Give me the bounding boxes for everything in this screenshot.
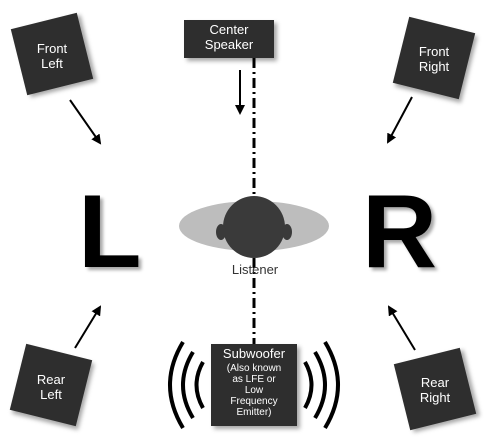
subwoofer-speaker — [211, 344, 297, 426]
subwoofer-title: Subwoofer — [222, 346, 286, 361]
rear-left-speaker — [9, 343, 93, 427]
front-right-arrow — [387, 96, 413, 144]
listener-label: Listener — [231, 262, 279, 277]
subwoofer-wave-left-middle — [181, 350, 195, 420]
subwoofer-wave-right-inner — [303, 361, 314, 409]
front-right-speaker — [392, 16, 476, 100]
front-right-label: Front Right — [418, 44, 450, 74]
center-speaker-label: Center Speaker — [204, 22, 254, 52]
right-channel-letter: R — [362, 174, 438, 290]
left-channel-letter: L — [78, 174, 142, 290]
subwoofer-wave-right-middle — [313, 350, 327, 420]
rear-right-arrow — [387, 305, 416, 351]
subwoofer-description: (Also known as LFE or Low Frequency Emit… — [226, 363, 282, 418]
rear-left-arrow — [74, 305, 102, 349]
rear-right-label: Rear Right — [419, 375, 451, 405]
center-speaker — [184, 20, 274, 58]
front-left-label: Front Left — [36, 41, 68, 71]
listener-left-ear — [216, 224, 226, 240]
subwoofer-wave-left-outer — [168, 340, 185, 430]
front-left-arrow — [69, 99, 102, 145]
listener-head — [223, 196, 285, 258]
subwoofer-wave-left-inner — [194, 361, 205, 409]
rear-right-speaker — [393, 347, 477, 431]
listener-right-ear — [282, 224, 292, 240]
rear-left-label: Rear Left — [36, 372, 66, 402]
subwoofer-wave-right-outer — [323, 340, 340, 430]
front-left-speaker — [10, 12, 94, 96]
